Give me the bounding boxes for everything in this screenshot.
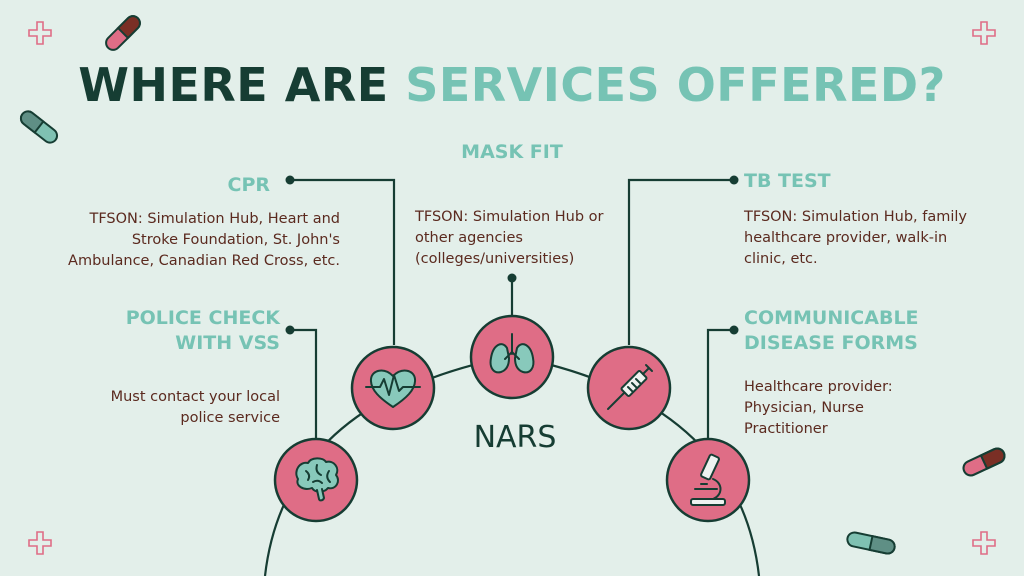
- disease-connector: [706, 328, 734, 440]
- mask-fit-description: TFSON: Simulation Hub or other agencies …: [415, 209, 604, 267]
- disease-forms-heading-line2: DISEASE FORMS: [744, 332, 918, 354]
- lungs-icon: [469, 314, 555, 400]
- tb-test-description: TFSON: Simulation Hub, family healthcare…: [744, 209, 968, 267]
- cpr-connector: [290, 178, 396, 345]
- plus-cross-icon: [972, 531, 996, 555]
- police-check-description: Must contact your local police service: [110, 389, 280, 426]
- center-label: NARS: [473, 420, 557, 455]
- pill-capsule-icon: [19, 110, 59, 144]
- tb-test-heading: TB TEST: [744, 170, 831, 192]
- mask-fit-heading: MASK FIT: [461, 141, 563, 163]
- police-dot: [285, 325, 295, 335]
- tb-dot: [729, 175, 739, 185]
- police-check-heading-line2: WITH VSS: [175, 332, 280, 354]
- police-check-heading: POLICE CHECK WITH VSS: [126, 306, 280, 356]
- disease-forms-heading: COMMUNICABLE DISEASE FORMS: [744, 306, 919, 356]
- plus-cross-icon: [972, 21, 996, 45]
- cpr-description: TFSON: Simulation Hub, Heart and Stroke …: [68, 211, 340, 269]
- pill-capsule-icon: [846, 531, 896, 555]
- pill-capsule-icon: [105, 15, 141, 51]
- microscope-icon: [665, 437, 751, 523]
- brain-icon: [273, 437, 359, 523]
- plus-cross-icon: [28, 531, 52, 555]
- police-connector: [290, 328, 318, 440]
- page-title: WHERE ARE SERVICES OFFERED?: [0, 58, 1024, 112]
- cpr-dot: [285, 175, 295, 185]
- cpr-heading: CPR: [227, 174, 271, 196]
- plus-cross-icon: [28, 21, 52, 45]
- disease-forms-heading-line1: COMMUNICABLE: [744, 307, 919, 329]
- syringe-icon: [586, 345, 672, 431]
- title-dark-part: WHERE ARE: [78, 58, 406, 112]
- disease-forms-description: Healthcare provider: Physician, Nurse Pr…: [744, 379, 893, 437]
- heart-monitor-icon: [350, 345, 436, 431]
- police-check-heading-line1: POLICE CHECK: [125, 307, 280, 329]
- mask-dot: [507, 273, 517, 283]
- tb-connector: [627, 178, 734, 345]
- pill-capsule-icon: [962, 447, 1006, 477]
- disease-dot: [729, 325, 739, 335]
- title-light-part: SERVICES OFFERED?: [405, 58, 946, 112]
